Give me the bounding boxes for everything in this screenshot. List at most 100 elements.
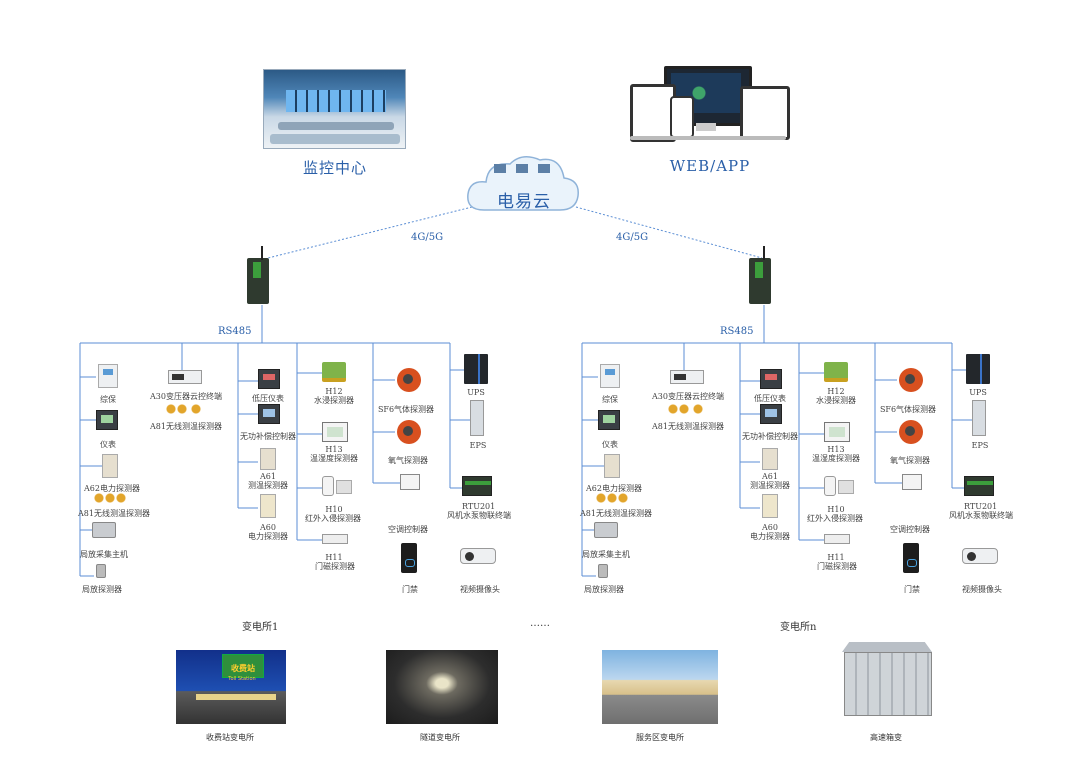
label-aircon: 空调控制器: [388, 525, 428, 534]
video-camera: [962, 548, 998, 564]
service-area-photo: [602, 650, 718, 724]
sf6-gas-sensor: [397, 368, 421, 392]
label-oxygen: 氧气探测器: [388, 456, 428, 465]
label-door: 门禁: [904, 585, 920, 594]
label-h11-name: 门磁探测器: [817, 562, 857, 571]
oxygen-sensor: [397, 420, 421, 444]
caption-box: 高速箱变: [870, 733, 902, 742]
label-oxygen: 氧气探测器: [890, 456, 930, 465]
label-a30: A30变压器云控终端: [652, 392, 724, 401]
h10-infrared-sensor: [322, 476, 334, 496]
a60-device: [260, 494, 276, 518]
ups-device: [464, 354, 488, 384]
label-h13-name: 温湿度探测器: [310, 454, 358, 463]
partial-discharge-probe: [96, 564, 106, 578]
substation-n-label: 变电所n: [780, 622, 817, 633]
relay-protection-device: [600, 364, 620, 388]
label-a81b: A81无线测温探测器: [150, 422, 222, 431]
label-a81b: A81无线测温探测器: [652, 422, 724, 431]
label-aircon: 空调控制器: [890, 525, 930, 534]
eps-device: [972, 400, 986, 436]
label-a61-name: 测温探测器: [248, 481, 288, 490]
tunnel-photo: [386, 650, 498, 724]
h10-infrared-sensor: [824, 476, 836, 496]
a81-sensors: [596, 493, 628, 503]
label-rtu-model: RTU201: [462, 502, 496, 511]
label-rtu-name: 风机水泵物联终端: [949, 511, 1013, 520]
label-sf6: SF6气体探测器: [879, 405, 937, 414]
partial-discharge-host: [92, 522, 116, 538]
a81-sensors: [94, 493, 126, 503]
sf6-gas-sensor: [899, 368, 923, 392]
gateway-device-right: [749, 246, 771, 304]
h10-infrared-sensor-b: [838, 480, 854, 494]
label-h10-name: 红外入侵探测器: [305, 514, 361, 523]
reactive-compensation-controller: [760, 404, 782, 424]
h13-temp-humidity-sensor: [824, 422, 850, 442]
label-a81: A81无线测温探测器: [78, 509, 150, 518]
label-zongbao: 综保: [100, 395, 116, 404]
access-control-device: [401, 543, 417, 573]
label-ups: UPS: [969, 388, 987, 397]
label-a60-name: 电力探测器: [750, 532, 790, 541]
ups-device: [966, 354, 990, 384]
network-label-left: 4G/5G: [411, 232, 444, 243]
monitor-center-label: 监控中心: [302, 159, 367, 177]
video-camera: [460, 548, 496, 564]
label-zongbao: 综保: [602, 395, 618, 404]
h12-water-sensor: [322, 362, 346, 382]
eps-device: [470, 400, 484, 436]
toll-sign-cn: 收费站: [231, 664, 255, 673]
label-eps: EPS: [469, 441, 487, 450]
meter-device: [598, 410, 620, 430]
label-h10-model: H10: [827, 505, 845, 514]
a61-device: [762, 448, 778, 470]
label-yibiao: 仪表: [602, 440, 618, 449]
label-camera: 视频摄像头: [460, 585, 500, 594]
label-juban-host: 局放采集主机: [582, 550, 630, 559]
label-h10-name: 红外入侵探测器: [807, 514, 863, 523]
toll-station-photo: 收费站 Toll Station: [176, 650, 286, 724]
a81-sensors-b: [668, 404, 708, 414]
relay-protection-device: [98, 364, 118, 388]
label-door: 门禁: [402, 585, 418, 594]
label-rtu-model: RTU201: [964, 502, 998, 511]
h12-water-sensor: [824, 362, 848, 382]
label-h12-name: 水浸探测器: [314, 396, 354, 405]
partial-discharge-probe: [598, 564, 608, 578]
web-app-label: WEB/APP: [669, 157, 751, 175]
h11-door-sensor: [322, 534, 348, 544]
h11-door-sensor: [824, 534, 850, 544]
low-voltage-meter: [258, 369, 280, 389]
label-wugong: 无功补偿控制器: [742, 432, 798, 441]
label-a62: A62电力探测器: [84, 484, 140, 493]
label-yibiao: 仪表: [100, 440, 116, 449]
monitor-center-image: [263, 69, 406, 149]
label-h10-model: H10: [325, 505, 343, 514]
caption-toll: 收费站变电所: [206, 733, 254, 742]
a62-device: [604, 454, 620, 478]
cloud-icon: [467, 156, 579, 211]
label-h12-model: H12: [325, 387, 343, 396]
label-h13-model: H13: [325, 445, 343, 454]
access-control-device: [903, 543, 919, 573]
cloud-label: 电易云: [497, 192, 551, 212]
label-wugong: 无功补偿控制器: [240, 432, 296, 441]
h13-temp-humidity-sensor: [322, 422, 348, 442]
box-substation-photo: [838, 642, 936, 718]
label-a30: A30变压器云控终端: [150, 392, 222, 401]
low-voltage-meter: [760, 369, 782, 389]
a62-device: [102, 454, 118, 478]
label-ups: UPS: [467, 388, 485, 397]
gateway-device-left: [247, 246, 269, 304]
label-h13-model: H13: [827, 445, 845, 454]
label-a62: A62电力探测器: [586, 484, 642, 493]
label-juban-host: 局放采集主机: [80, 550, 128, 559]
network-label-right: 4G/5G: [616, 232, 649, 243]
rtu201-terminal: [462, 476, 492, 496]
a30-terminal: [168, 370, 202, 384]
label-h12-model: H12: [827, 387, 845, 396]
label-juban-probe: 局放探测器: [82, 585, 122, 594]
label-juban-probe: 局放探测器: [584, 585, 624, 594]
label-sf6: SF6气体探测器: [377, 405, 435, 414]
